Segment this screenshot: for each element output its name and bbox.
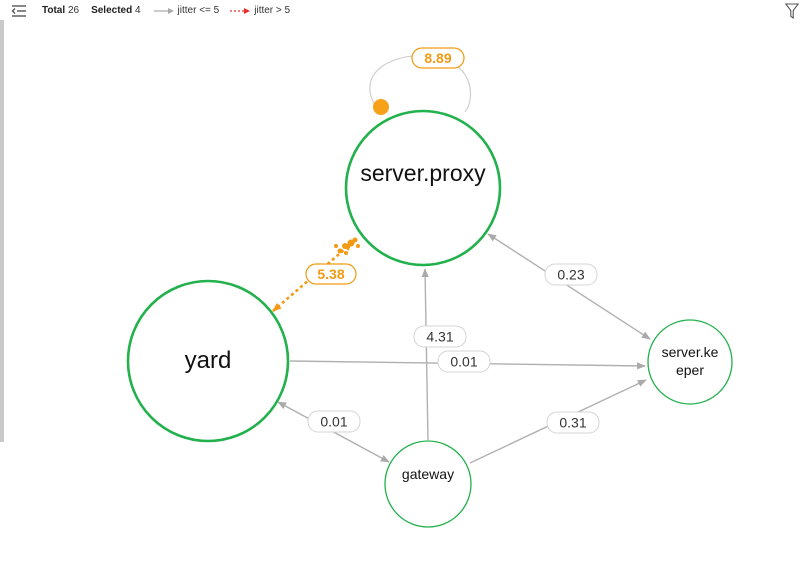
stats-bar: Total 26 Selected 4 jitter <= 5 jitter >… (42, 5, 300, 16)
node-yard[interactable]: yard (126, 279, 290, 443)
legend-alert-arrow-icon (230, 7, 251, 14)
edge-proxy-self[interactable]: 8.89 (369, 47, 472, 115)
node-label-server-keeper-line2: eper (676, 362, 704, 378)
edge-label-gateway-yard: 0.01 (320, 414, 347, 430)
edge-keeper-proxy[interactable]: 0.23 (487, 233, 651, 340)
legend-alert-label: jitter > 5 (254, 5, 291, 16)
node-label-server-keeper-line1: server.ke (662, 344, 719, 360)
edge-yard-keeper[interactable]: 0.01 (289, 350, 646, 373)
node-label-gateway: gateway (402, 466, 454, 482)
left-scroll-bar[interactable] (0, 20, 4, 442)
edge-label-gateway-keeper: 0.31 (559, 415, 586, 431)
edge-label-yard-proxy: 5.38 (317, 266, 344, 282)
toolbar: Total 26 Selected 4 jitter <= 5 jitter >… (0, 0, 800, 24)
edge-label-proxy-self: 8.89 (424, 50, 451, 66)
legend-normal-arrow-icon (153, 7, 174, 14)
menu-collapse-icon[interactable] (10, 2, 28, 20)
legend-normal-label: jitter <= 5 (177, 5, 220, 16)
edge-gateway-yard[interactable]: 0.01 (277, 401, 390, 463)
selected-stat: Selected 4 (91, 5, 140, 16)
total-value: 26 (67, 5, 80, 16)
edge-yard-proxy[interactable]: 5.38 (272, 237, 360, 312)
node-label-yard: yard (185, 347, 232, 374)
edge-label-yard-keeper: 0.01 (450, 354, 477, 370)
total-stat: Total 26 (42, 5, 79, 16)
filter-icon[interactable] (785, 3, 799, 19)
legend-alert: jitter > 5 (229, 5, 290, 16)
edge-label-gateway-proxy: 4.31 (426, 329, 453, 345)
edge-label-keeper-proxy: 0.23 (557, 267, 584, 283)
selected-label: Selected (91, 5, 133, 16)
legend-normal: jitter <= 5 (153, 5, 220, 16)
node-server-proxy[interactable]: server.proxy (344, 109, 502, 267)
node-label-server-proxy: server.proxy (360, 160, 486, 186)
selected-value: 4 (134, 5, 141, 16)
total-label: Total (42, 5, 66, 16)
edge-gateway-keeper[interactable]: 0.31 (469, 379, 647, 464)
edge-gateway-proxy[interactable]: 4.31 (413, 268, 467, 441)
alert-dot-icon (373, 99, 389, 115)
node-gateway[interactable]: gateway (384, 440, 472, 528)
node-server-keeper[interactable]: server.ke eper (647, 319, 733, 405)
